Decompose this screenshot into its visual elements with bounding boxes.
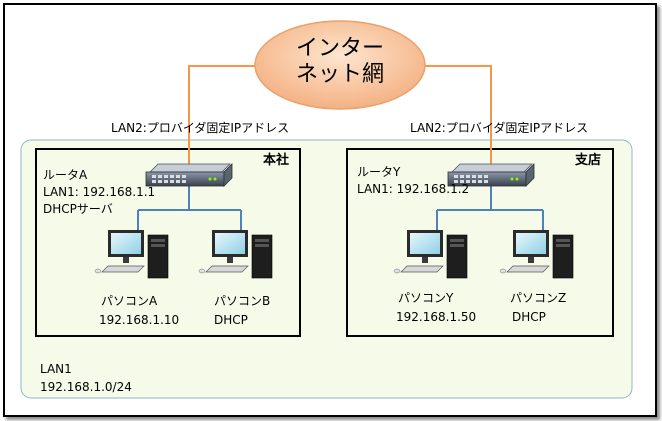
internet-label-line1: インター bbox=[295, 36, 384, 61]
pc-b-name: パソコンB bbox=[214, 294, 271, 308]
pc-b-ip: DHCP bbox=[214, 313, 248, 327]
wan-line-left bbox=[188, 65, 262, 168]
wan-label-left: LAN2:プロバイダ固定IPアドレス bbox=[111, 121, 290, 135]
pc-z-icon bbox=[499, 230, 574, 279]
router-a-role: DHCPサーバ bbox=[43, 202, 113, 216]
lan-area bbox=[20, 139, 633, 399]
pc-z-ip: DHCP bbox=[512, 310, 546, 324]
headquarters-box bbox=[35, 148, 301, 337]
wan-label-right: LAN2:プロバイダ固定IPアドレス bbox=[410, 121, 589, 135]
lan-name: LAN1 bbox=[40, 362, 72, 376]
internet-cloud bbox=[254, 20, 426, 110]
router-a-icon bbox=[145, 163, 233, 187]
pc-y-icon bbox=[393, 230, 468, 279]
router-a-name: ルータA bbox=[43, 168, 88, 182]
pc-y-name: パソコンY bbox=[398, 291, 454, 305]
lan-subnet: 192.168.1.0/24 bbox=[40, 380, 132, 394]
pc-z-name: パソコンZ bbox=[510, 291, 567, 305]
router-y-lan: LAN1: 192.168.1.2 bbox=[357, 182, 470, 196]
branch-box bbox=[346, 148, 614, 337]
pc-b-icon bbox=[198, 230, 273, 279]
pc-a-icon bbox=[94, 230, 169, 279]
lan-lines-branch bbox=[436, 186, 544, 232]
router-y-icon bbox=[447, 163, 535, 187]
pc-a-ip: 192.168.1.10 bbox=[99, 313, 180, 327]
internet-label-line2: ネット網 bbox=[295, 62, 384, 87]
branch-title: 支店 bbox=[575, 153, 602, 168]
pc-a-name: パソコンA bbox=[101, 294, 158, 308]
router-a-lan: LAN1: 192.168.1.1 bbox=[43, 185, 156, 199]
wan-line-right bbox=[418, 65, 492, 168]
lan-lines-hq bbox=[137, 186, 242, 232]
router-y-name: ルータY bbox=[357, 165, 401, 179]
headquarters-title: 本社 bbox=[263, 153, 290, 168]
pc-y-ip: 192.168.1.50 bbox=[396, 310, 477, 324]
